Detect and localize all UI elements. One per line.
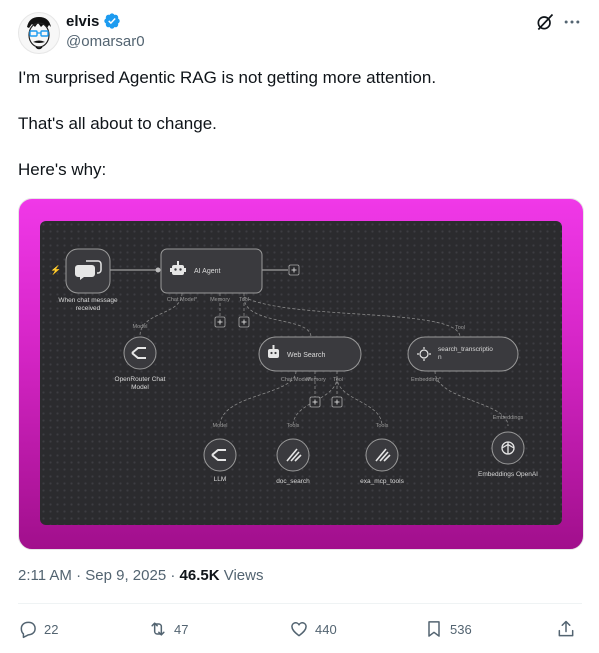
openrouter-node	[123, 336, 157, 370]
author-name[interactable]: elvis	[66, 12, 100, 30]
svg-text:⚡: ⚡	[50, 264, 61, 276]
author-handle[interactable]: @omarsar0	[66, 33, 145, 50]
bookmark-button[interactable]: 536	[424, 614, 472, 644]
llm-icon	[211, 449, 226, 461]
views-count: 46.5K	[179, 567, 220, 584]
doc-search-port: Tools	[287, 423, 300, 429]
embeddings-port: Embeddings	[493, 415, 524, 421]
agent-port-chat-model: Chat Model*	[167, 297, 198, 303]
web-search-node	[258, 336, 362, 372]
avatar[interactable]	[18, 12, 60, 54]
repost-icon	[151, 622, 165, 636]
more-options-icon[interactable]	[562, 12, 582, 32]
tweet-meta: 2:11 AM · Sep 9, 2025 · 46.5K Views	[18, 567, 263, 584]
reply-icon	[20, 621, 36, 639]
bookmark-icon	[428, 621, 440, 637]
tweet-line-1: I'm surprised Agentic RAG is not getting…	[18, 68, 437, 87]
like-button[interactable]: 440	[289, 614, 337, 644]
verified-badge-icon	[104, 13, 121, 29]
ai-agent-label: AI Agent	[194, 268, 221, 275]
share-button[interactable]	[556, 614, 576, 644]
openrouter-port: Model	[133, 324, 148, 330]
llm-port: Model	[213, 423, 228, 429]
tweet-date[interactable]: Sep 9, 2025	[85, 567, 167, 584]
search-transcription-port-embedding: Embedding*	[411, 377, 442, 383]
like-count: 440	[315, 621, 337, 637]
action-bar: 22 47 440 536	[18, 614, 582, 644]
sketch-face-avatar-icon	[27, 17, 51, 50]
robot-icon	[170, 261, 186, 275]
robot-icon-2	[268, 345, 279, 358]
repost-button[interactable]: 47	[148, 614, 188, 644]
divider	[18, 603, 582, 604]
mcp-icon-2	[375, 448, 391, 462]
tweet-text: I'm surprised Agentic RAG is not getting…	[18, 66, 578, 181]
exa-label: exa_mcp_tools	[360, 478, 404, 485]
reply-button[interactable]: 22	[18, 614, 58, 644]
web-search-port-tool: Tool	[333, 377, 343, 383]
ai-agent-node	[160, 248, 263, 294]
reply-count: 22	[44, 621, 59, 637]
tweet-line-2: That's all about to change.	[18, 114, 217, 133]
chat-trigger-node: ⚡	[50, 248, 111, 294]
web-search-port-memory: Memory	[306, 377, 326, 383]
llm-label: LLM	[214, 476, 227, 483]
vector-store-icon	[417, 347, 431, 361]
author-name-row[interactable]: elvis	[66, 12, 121, 30]
heart-icon	[291, 622, 307, 637]
views-label: Views	[223, 567, 264, 584]
web-search-label: Web Search	[287, 352, 325, 359]
exa-port: Tools	[376, 423, 389, 429]
meta-separator-2: ·	[170, 567, 176, 584]
mcp-icon	[286, 448, 302, 462]
openai-icon	[501, 441, 515, 455]
search-transcription-port-tool: Tool	[455, 325, 465, 331]
bookmark-count: 536	[450, 621, 472, 637]
tweet-line-3: Here's why:	[18, 160, 107, 179]
share-icon	[558, 620, 574, 637]
web-search-port-chat-model: Chat Model*	[281, 377, 312, 383]
openrouter-icon	[131, 347, 146, 359]
doc-search-label: doc_search	[276, 478, 310, 485]
tweet-time[interactable]: 2:11 AM	[18, 567, 72, 584]
search-transcription-node	[407, 336, 519, 372]
llm-node	[203, 438, 237, 472]
meta-separator: ·	[76, 567, 82, 584]
agent-port-tool: Tool	[239, 297, 249, 303]
embeddings-label: Embeddings OpenAI	[478, 471, 538, 478]
repost-count: 47	[174, 621, 189, 637]
agent-port-memory: Memory	[210, 297, 230, 303]
grok-icon[interactable]	[535, 12, 555, 32]
